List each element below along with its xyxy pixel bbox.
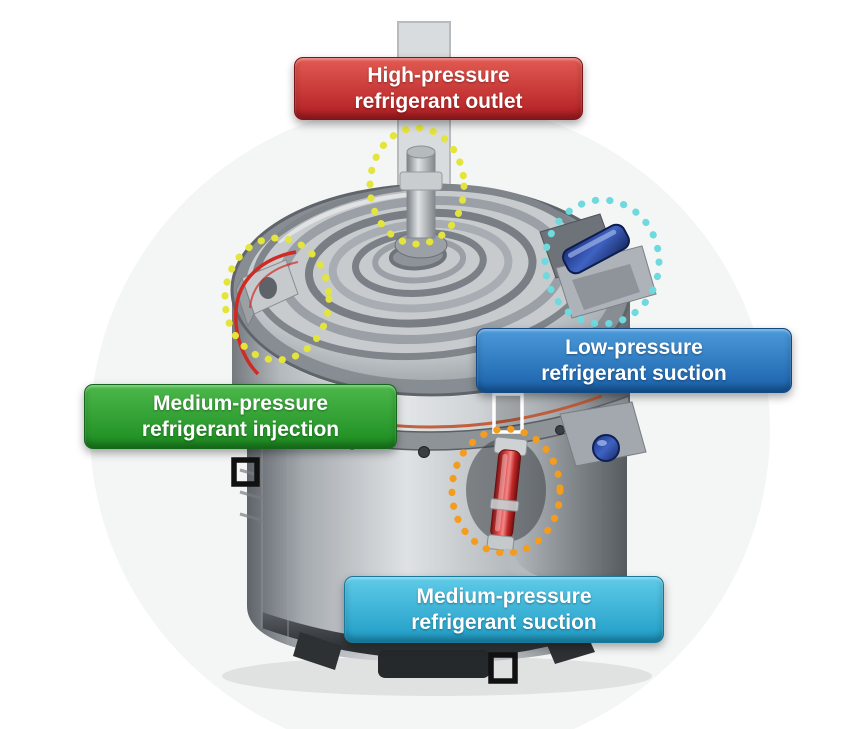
callout-high-pressure-outlet: High-pressure refrigerant outlet	[294, 57, 583, 120]
right-mounting-lug	[559, 401, 647, 467]
callout-line2: refrigerant suction	[541, 361, 727, 385]
injection-gasket-line-inner	[249, 261, 299, 309]
blue-cap	[592, 434, 620, 462]
base-band	[262, 612, 612, 659]
callout-low-pressure-suction: Low-pressure refrigerant suction	[476, 328, 792, 393]
low-suction-port	[539, 213, 657, 319]
center-foot	[378, 650, 490, 678]
low-suction-highlight-ring	[541, 196, 663, 328]
medium-suction-port	[466, 392, 549, 591]
outlet-shaft	[394, 145, 448, 259]
flange-bolt	[555, 425, 565, 435]
callout-line2: refrigerant injection	[141, 417, 340, 441]
callout-line1: High-pressure	[367, 63, 510, 87]
frame-markers	[231, 457, 518, 684]
callout-line2: refrigerant suction	[411, 610, 597, 634]
body-rib	[239, 512, 269, 524]
callout-medium-pressure-suction: Medium-pressure refrigerant suction	[344, 576, 664, 643]
port-window-marker	[492, 392, 524, 434]
callout-line1: Medium-pressure	[416, 584, 592, 608]
injection-gasket-line	[234, 250, 297, 376]
callout-medium-pressure-injection: Medium-pressure refrigerant injection	[84, 384, 397, 449]
outlet-highlight-ring	[366, 124, 468, 248]
left-foot	[293, 632, 342, 670]
flange-bolt	[418, 446, 430, 458]
body-rib	[239, 490, 269, 502]
injection-highlight-ring	[221, 234, 333, 364]
frame-marker-bottom	[488, 652, 518, 684]
callout-line2: refrigerant outlet	[354, 89, 523, 113]
injection-port	[234, 250, 299, 376]
frame-marker-left	[231, 457, 260, 487]
body-rib	[239, 468, 269, 480]
highlight-rings	[221, 124, 663, 557]
medium-suction-highlight-ring	[448, 425, 564, 557]
callout-line1: Medium-pressure	[152, 391, 329, 415]
callout-line1: Low-pressure	[565, 335, 703, 359]
low-suction-fitting	[562, 223, 630, 275]
